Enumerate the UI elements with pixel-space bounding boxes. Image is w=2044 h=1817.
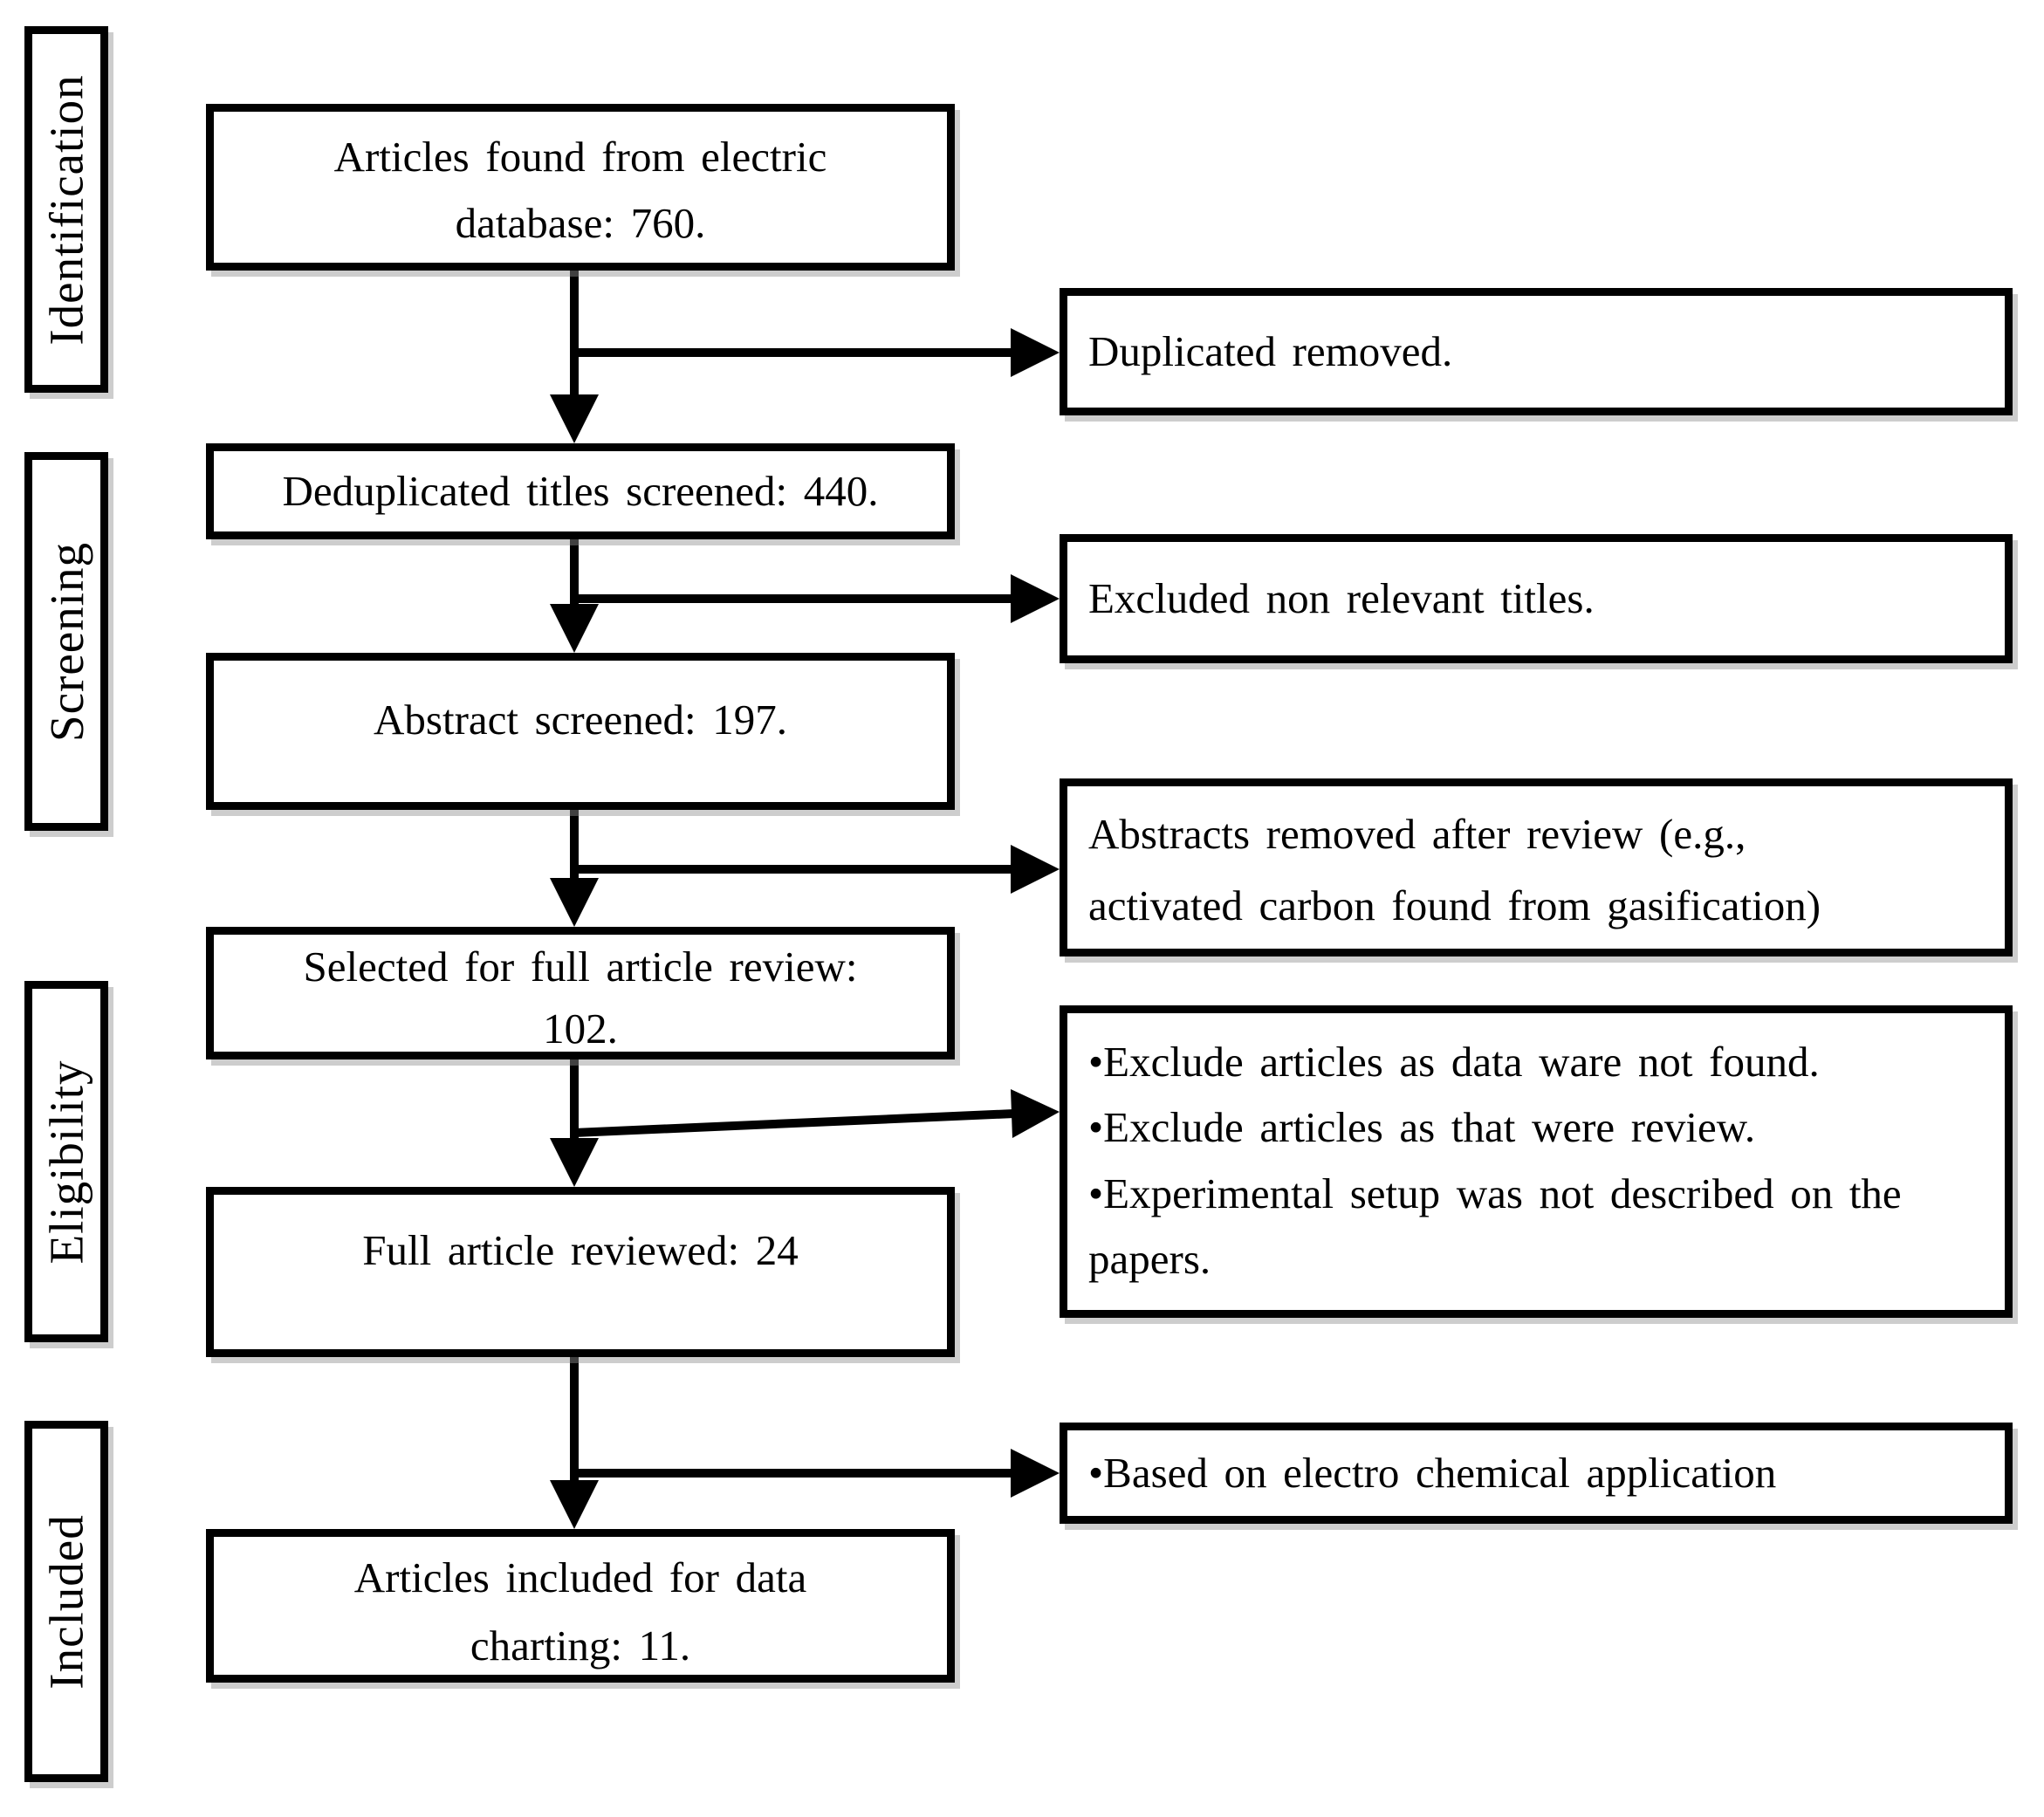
flow-box-line: 102. <box>543 1004 618 1052</box>
side-box-electrochemical: •Based on electro chemical application <box>1060 1423 2013 1524</box>
trunk-arrow-5 <box>550 1355 599 1529</box>
trunk-arrow-1 <box>550 269 599 443</box>
trunk-arrow-4 <box>550 1058 599 1187</box>
flow-box-line: Selected for full article review: <box>303 943 858 991</box>
side-box-abstracts-removed: Abstracts removed after review (e.g., ac… <box>1060 778 2013 956</box>
branch-arrow-duplicated-removed <box>574 328 1060 377</box>
stage-box-identification: Identification <box>24 26 108 393</box>
flow-box-line: Abstract screened: 197. <box>374 696 787 744</box>
side-box-excluded-titles: Excluded non relevant titles. <box>1060 534 2013 663</box>
flow-box-articles-found: Articles found from electric database: 7… <box>206 104 955 271</box>
side-box-line: Abstracts removed after review (e.g., <box>1088 810 1746 858</box>
flow-box-line: Full article reviewed: 24 <box>362 1226 799 1274</box>
stage-label-screening: Screening <box>39 541 93 742</box>
flow-box-titles-screened: Deduplicated titles screened: 440. <box>206 443 955 539</box>
side-box-duplicated-removed: Duplicated removed. <box>1060 288 2013 415</box>
flow-box-abstract-screened: Abstract screened: 197. <box>206 653 955 810</box>
flow-box-line: Articles included for data <box>353 1553 807 1601</box>
flow-box-selected-full-review: Selected for full article review: 102. <box>206 927 955 1059</box>
branch-arrow-abstracts-removed <box>574 845 1060 894</box>
stage-box-included: Included <box>24 1421 108 1782</box>
stage-box-screening: Screening <box>24 452 108 831</box>
side-box-line: •Experimental setup was not described on… <box>1088 1169 1902 1284</box>
side-box-line: Duplicated removed. <box>1088 327 1453 376</box>
side-box-line: •Based on electro chemical application <box>1088 1449 1777 1498</box>
side-box-line: activated carbon found from gasification… <box>1088 881 1821 930</box>
stage-label-included: Included <box>39 1513 93 1690</box>
flow-box-articles-included: Articles included for data charting: 11. <box>206 1529 955 1683</box>
side-box-line: •Exclude articles as that were review. <box>1088 1103 1756 1152</box>
flow-box-full-article-reviewed: Full article reviewed: 24 <box>206 1187 955 1357</box>
branch-arrow-excluded-titles <box>574 574 1060 623</box>
stage-label-identification: Identification <box>39 73 93 346</box>
flow-box-line: charting: 11. <box>470 1622 691 1670</box>
stage-label-eligibility: Eligibility <box>39 1059 93 1265</box>
branch-arrow-exclusion-reasons <box>573 1089 1060 1138</box>
side-box-line: •Exclude articles as data ware not found… <box>1088 1038 1820 1086</box>
side-box-exclusion-reasons: •Exclude articles as data ware not found… <box>1060 1005 2013 1318</box>
side-box-line: Excluded non relevant titles. <box>1088 574 1595 623</box>
branch-arrow-electrochemical <box>574 1449 1060 1498</box>
flow-box-line: Articles found from electric <box>333 133 827 181</box>
stage-box-eligibility: Eligibility <box>24 981 108 1342</box>
flow-box-line: Deduplicated titles screened: 440. <box>282 467 879 516</box>
flow-box-line: database: 760. <box>455 198 706 247</box>
